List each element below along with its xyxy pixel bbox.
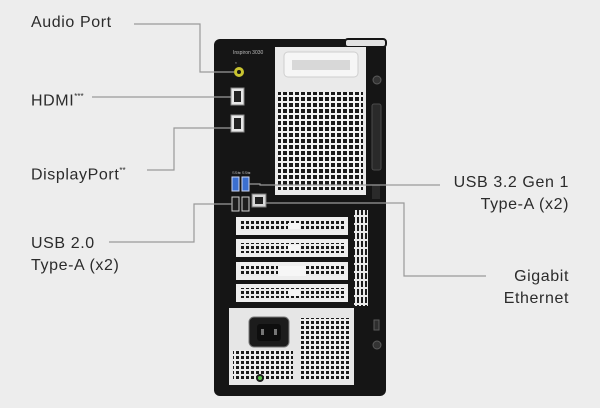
fan-vent-area [275, 47, 366, 195]
displayport-label: DisplayPort** [31, 166, 126, 184]
side-latch [371, 75, 382, 199]
audio-port-leader [134, 23, 234, 73]
usb20-label-line2: Type-A (x2) [31, 257, 120, 274]
ethernet-port [251, 193, 267, 208]
expansion-slots [236, 210, 368, 306]
usb20-leader [109, 203, 232, 243]
audio-jack: ◐ [234, 60, 244, 77]
power-supply [229, 308, 354, 385]
displayport-port [230, 114, 245, 133]
hdmi-label: HDMI*** [31, 92, 84, 110]
usb20-label-line1: USB 2.0 [31, 235, 95, 252]
model-text: Inspiron 3030 [233, 50, 264, 56]
ethernet-leader [266, 202, 486, 277]
ethernet-label-line1: Gigabit [514, 268, 569, 285]
usb20-label: USB 2.0 Type-A (x2) [31, 233, 119, 277]
svg-text:◐: ◐ [235, 60, 237, 65]
lock-slot [372, 319, 382, 350]
svg-text:SS⇆ SS⇆: SS⇆ SS⇆ [232, 170, 251, 175]
usb32-label-line2: Type-A (x2) [480, 196, 569, 213]
ethernet-label: Gigabit Ethernet [504, 266, 569, 310]
usb32-label-line1: USB 3.2 Gen 1 [453, 174, 569, 191]
audio-port-label: Audio Port [31, 14, 112, 31]
usb32-label: USB 3.2 Gen 1 Type-A (x2) [454, 172, 569, 216]
usb32-leader [249, 183, 440, 186]
displayport-leader [147, 127, 231, 171]
ethernet-label-line2: Ethernet [503, 290, 569, 307]
